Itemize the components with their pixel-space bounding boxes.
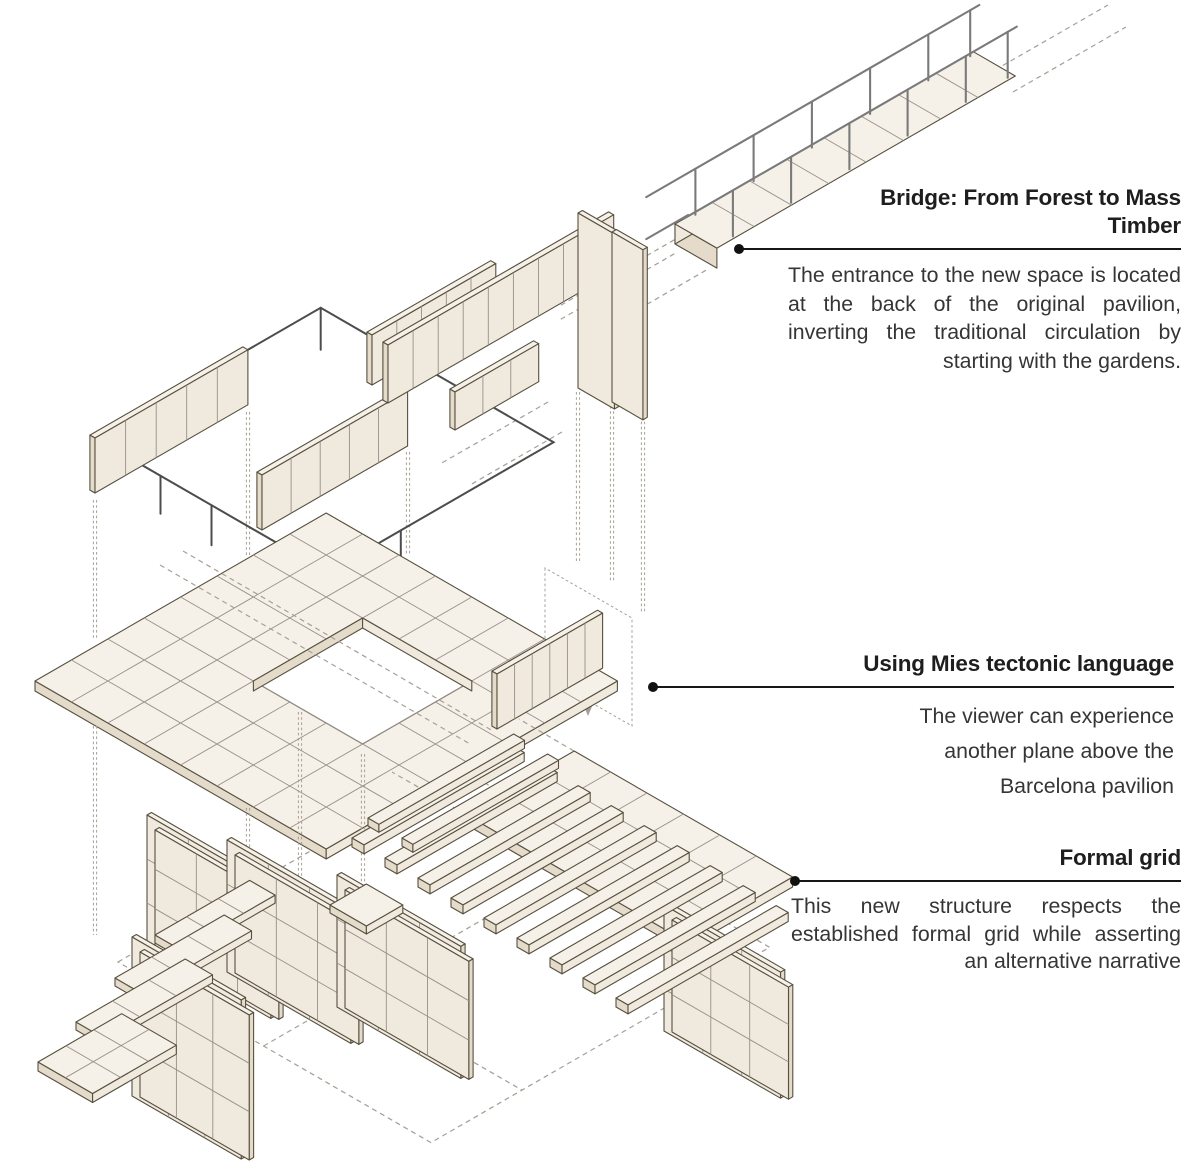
leader-line xyxy=(648,682,1174,692)
annotation-mies: Using Mies tectonic language The viewer … xyxy=(648,650,1174,804)
annotation-bridge: Bridge: From Forest to Mass Timber The e… xyxy=(734,184,1181,375)
louver-roof-slats xyxy=(351,733,789,1015)
bridge-deck-with-railings xyxy=(645,3,1018,269)
annotation-body: The entrance to the new space is located… xyxy=(788,263,1181,373)
leader-line xyxy=(734,244,1181,254)
annotation-body: This new structure respects the establis… xyxy=(791,894,1181,974)
leader-line xyxy=(790,876,1181,886)
annotation-body: The viewer can experience another plane … xyxy=(919,704,1174,798)
front-walls-and-planks xyxy=(37,879,404,1161)
annotation-formal-grid: Formal grid This new structure respects … xyxy=(790,844,1181,976)
upper-wall-panels xyxy=(89,211,615,604)
annotation-title: Using Mies tectonic language xyxy=(863,651,1174,676)
annotation-title: Bridge: From Forest to Mass Timber xyxy=(880,185,1181,238)
parapet-wall xyxy=(491,609,604,730)
portal-panels xyxy=(577,209,648,421)
annotation-title: Formal grid xyxy=(1059,845,1181,870)
